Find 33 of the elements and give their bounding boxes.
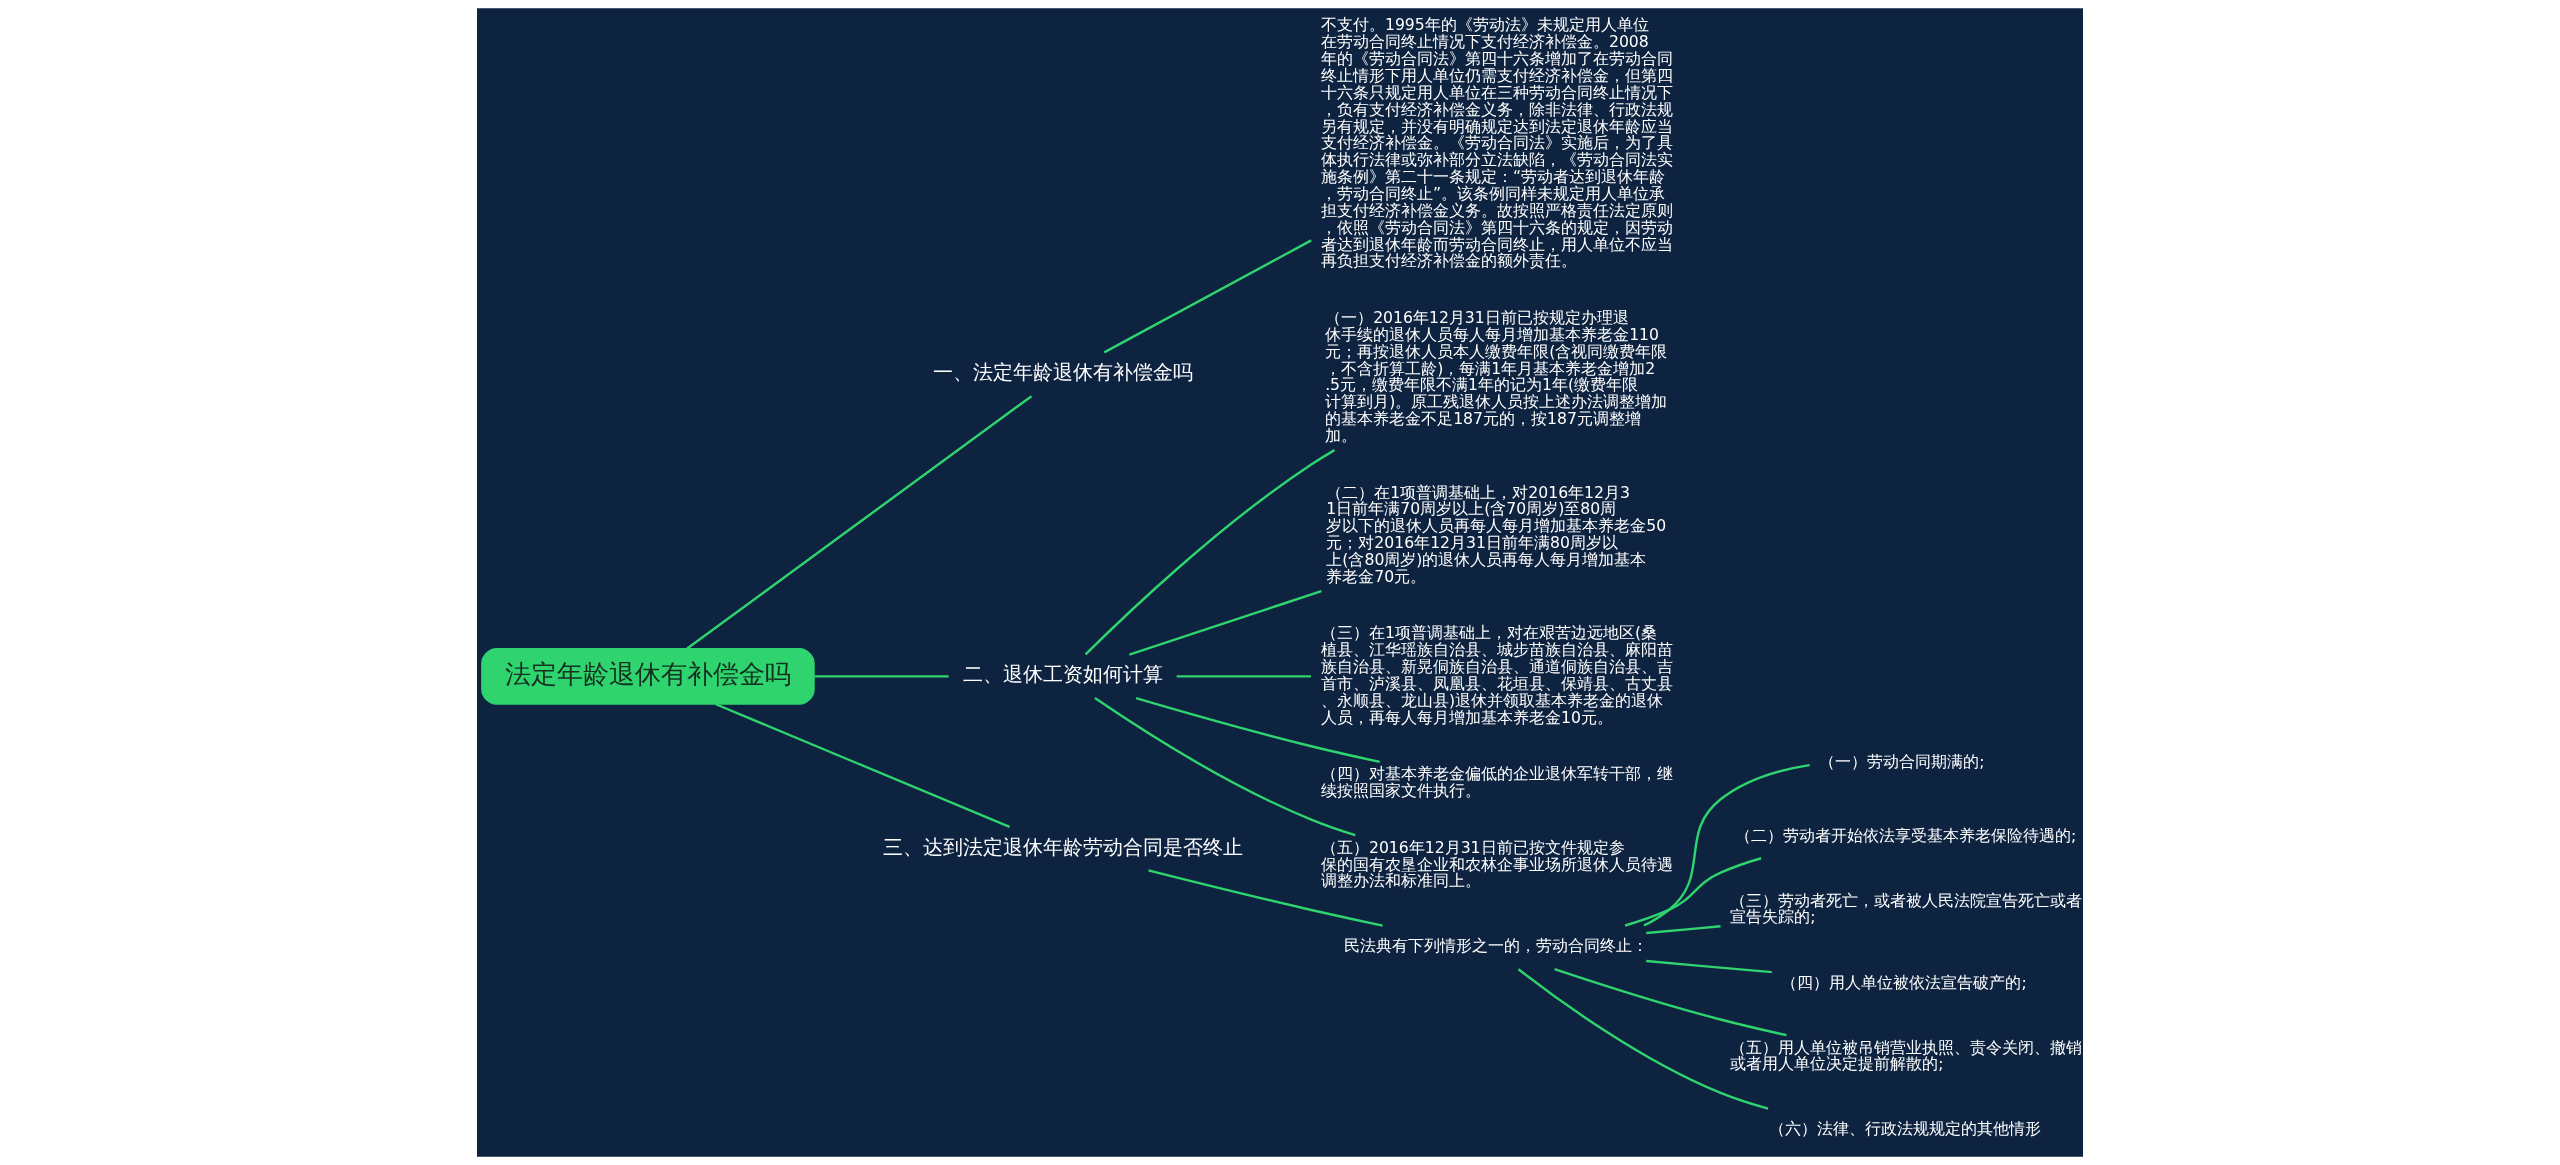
node-text: （四）对基本养老金偏低的企业退休军转干部，继续按照国家文件执行。 — [1320, 764, 1673, 801]
node-text: （四）用人单位被依法宣告破产的; — [1781, 972, 2027, 992]
node-box: 法定年龄退休有补偿金吗 — [481, 648, 815, 705]
connector — [1129, 589, 1322, 656]
connector — [1646, 925, 1721, 935]
connector — [1084, 449, 1336, 656]
node-text: （三）劳动者死亡，或者被人民法院宣告死亡或者宣告失踪的; — [1730, 890, 2083, 927]
connector — [814, 675, 949, 678]
node-text: （五）2016年12月31日前已按文件规定参保的国有农垦企业和农林企事业场所退休人员待遇调整办法和标准同上。 — [1320, 837, 1673, 891]
node-text: 一、法定年龄退休有补偿金吗 — [932, 360, 1193, 385]
node-text: （三）在1项普调基础上，对在艰苦边远地区(桑植县、江华瑶族自治县、城步苗族自治县、麻阳苗族自治县、新晃侗族自治县、通道侗族自治县、吉首市、泸溪县、凤凰县、花垣县、保靖县、古丈县、永顺县、龙山县)退休并领取基本养老金的退休人员，再每人每月增加基本养老金10元。 — [1320, 623, 1673, 727]
node-text: 三、达到法定退休年龄劳动合同是否终止 — [882, 834, 1243, 859]
connector — [1176, 675, 1311, 678]
node-text: （一）2016年12月31日前已按规定办理退休手续的退休人员每人每月增加基本养老金110元；再按退休人员本人缴费年限(含视同缴费年限，不含折算工龄)，每满1年月基本养老金增加2.5元，缴费年限不满1年的记为1年(缴费年限计算到月)。原工残退休人员按上述办法调整增加的基本养老金不足187元的，按187元调整增加。 — [1325, 307, 1668, 445]
connector — [1554, 967, 1787, 1037]
node-text: 不支付。1995年的《劳动法》未规定用人单位在劳动合同终止情况下支付经济补偿金。2008年的《劳动合同法》第四十六条增加了在劳动合同终止情形下用人单位仍需支付经济补偿金，但第四十六条只规定用人单位在三种劳动合同终止情况下，负有支付经济补偿金义务，除非法律、行政法规另有规定，并没有明确规定达到法定退休年龄应当支付经济补偿金。《劳动合同法》实施后，为了具体执行法律或弥补部分立法缺陷，《劳动合同法实施条例》第二十一条规定：“劳动者达到退休年龄，劳动合同终止”。该条例同样未规定用人单位承担支付经济补偿金义务。故按照严格责任法定原则，依照《劳动合同法》第四十六条的规定，因劳动者达到退休年龄而劳动合同终止，用人单位不应当再负担支付经济补偿金的额外责任。 — [1320, 15, 1673, 271]
connector — [1643, 763, 1810, 927]
connector — [686, 395, 1033, 650]
node-text: （二）在1项普调基础上，对2016年12月31日前年满70周岁以上(含70周岁)至80周岁以下的退休人员再每人每月增加基本养老金50元；对2016年12月31日前年满80周岁以上(含80周岁)的退休人员再每人每月增加基本养老金70元。 — [1326, 482, 1667, 586]
connector — [1135, 697, 1380, 763]
node-text: （二）劳动者开始依法享受基本养老保险待遇的; — [1735, 825, 2077, 845]
connector — [1517, 968, 1769, 1110]
connector — [1148, 869, 1383, 927]
node-text: 民法典有下列情形之一的，劳动合同终止： — [1343, 936, 1648, 956]
node-text: （六）法律、行政法规规定的其他情形 — [1768, 1119, 2041, 1139]
connector — [1094, 697, 1356, 837]
node-text: （一）劳动合同期满的; — [1819, 752, 1985, 772]
node-text: 二、退休工资如何计算 — [962, 662, 1163, 687]
connector — [1103, 239, 1312, 354]
connector — [1624, 857, 1762, 927]
node-text: （五）用人单位被吊销营业执照、责令关闭、撤销或者用人单位决定提前解散的; — [1730, 1037, 2083, 1074]
connector — [1646, 959, 1772, 974]
connector — [715, 703, 1011, 828]
